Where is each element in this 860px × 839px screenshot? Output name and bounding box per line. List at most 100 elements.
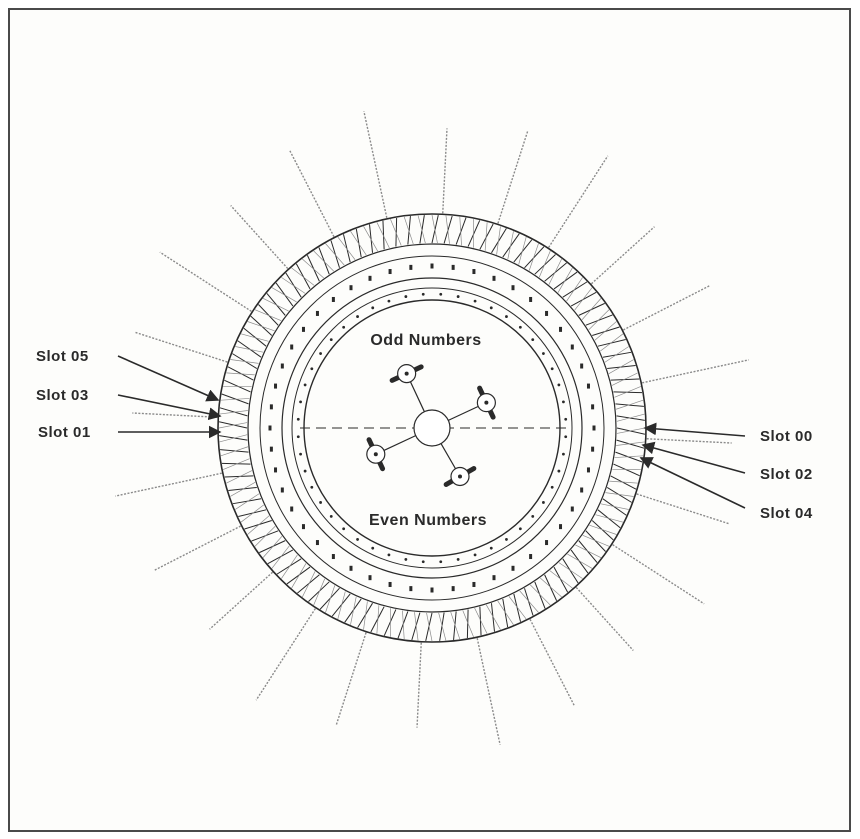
slot-number-dot	[329, 338, 333, 342]
slot-tooth-edge	[549, 570, 573, 589]
slot-tooth-edge	[254, 309, 282, 322]
slot-tooth-edge	[426, 612, 433, 642]
spoke-line	[548, 155, 609, 248]
slot-tooth	[238, 509, 267, 518]
slot-tooth	[221, 393, 249, 405]
slot-number-dot	[550, 485, 554, 489]
slot-number-mark	[511, 285, 515, 291]
slot-tooth	[251, 530, 279, 542]
slot-tooth-edge	[616, 441, 645, 446]
slot-number-mark	[430, 587, 434, 593]
slot-01-label: Slot 01	[38, 424, 91, 441]
slot-tooth-edge	[281, 277, 306, 294]
slot-tooth	[615, 403, 644, 407]
slot-tooth	[295, 263, 311, 290]
slot-tooth	[443, 215, 453, 244]
spoke-line	[623, 285, 710, 331]
slot-number-mark	[580, 363, 584, 369]
slot-tooth-edge	[566, 277, 583, 302]
slot-tooth-edge	[247, 515, 270, 535]
slot-00-label: Slot 00	[760, 428, 813, 445]
slot-tooth-edge	[557, 267, 573, 293]
slot-tooth	[220, 449, 249, 453]
spoke-line	[134, 331, 228, 363]
spoke-line	[335, 632, 367, 726]
slot-tooth	[491, 228, 507, 254]
slot-tooth-edge	[540, 577, 562, 598]
slot-tooth-edge	[218, 422, 248, 429]
slot-number-mark	[592, 425, 596, 431]
slot-tooth-edge	[611, 372, 638, 386]
slot-tooth-edge	[595, 514, 624, 523]
slot-tooth	[570, 291, 597, 307]
slot-tooth	[578, 540, 598, 563]
slot-tooth	[585, 314, 613, 326]
slot-tooth	[431, 214, 439, 244]
slot-tooth	[570, 549, 589, 574]
slot-number-mark	[290, 344, 294, 350]
slot-number-dot	[356, 538, 359, 541]
slot-tooth	[425, 612, 433, 642]
slot-tooth	[224, 475, 254, 478]
slot-tooth-edge	[402, 610, 405, 640]
slot-number-mark	[545, 540, 549, 546]
slot-tooth	[585, 530, 606, 552]
slot-tooth	[267, 549, 294, 565]
slot-tooth-edge	[313, 578, 326, 606]
slot-tooth-edge	[235, 346, 264, 353]
slot-number-mark	[559, 524, 563, 530]
slot-04-label: Slot 04	[760, 505, 813, 522]
slot-tooth-edge	[608, 359, 634, 375]
slot-tooth	[369, 224, 374, 253]
slot-tooth-edge	[219, 434, 248, 443]
slot-number-mark	[301, 326, 305, 332]
slot-tooth	[613, 463, 640, 477]
slot-rings	[217, 213, 647, 643]
slot-number-dot	[456, 558, 460, 561]
slot-tooth-edge	[519, 590, 539, 613]
slot-number-dot	[439, 292, 443, 296]
slot-tooth	[319, 587, 340, 610]
slot-tooth	[439, 612, 445, 641]
slot-number-mark	[349, 285, 353, 291]
slot-tooth-edge	[594, 321, 617, 341]
slot-tooth-edge	[226, 372, 255, 376]
slot-number-dot	[489, 306, 493, 310]
ring-circle	[259, 255, 605, 601]
slot-tooth	[591, 520, 614, 541]
slot-tooth-edge	[220, 398, 250, 401]
slot-tooth-edge	[582, 534, 610, 547]
slot-tooth-edge	[281, 554, 298, 579]
slot-number-dot	[299, 452, 302, 456]
slot-tooth	[502, 598, 509, 628]
ring-circle	[291, 287, 573, 569]
even-numbers-label: Even Numbers	[369, 512, 487, 529]
slot-tooth-edge	[337, 591, 346, 620]
slot-number-dot	[531, 338, 535, 342]
spoke-line	[529, 619, 575, 706]
slot-number-mark	[570, 506, 574, 512]
slot-number-dot	[387, 553, 391, 557]
slot-tooth-edge	[600, 333, 624, 352]
slot-tooth-edge	[450, 611, 461, 640]
slot-number-dot	[356, 315, 359, 318]
slot-tooth	[616, 439, 645, 449]
slot-tooth	[370, 606, 385, 633]
spoke-line	[642, 359, 749, 384]
slot-tooth-edge	[262, 298, 289, 312]
slot-04-arrow	[639, 457, 746, 509]
slot-tooth	[613, 391, 643, 394]
slot-tooth	[244, 520, 272, 530]
slot-tooth	[382, 220, 385, 250]
spoke-line	[575, 586, 634, 651]
slot-tooth-edge	[581, 298, 602, 320]
slot-tooth-edge	[605, 492, 634, 497]
slot-number-mark	[368, 575, 372, 581]
slot-number-mark	[409, 586, 413, 592]
slot-tooth-edge	[302, 571, 316, 598]
slot-tooth	[553, 271, 578, 290]
slot-number-dot	[550, 367, 554, 371]
slot-tooth	[306, 255, 320, 282]
slot-tooth	[490, 603, 495, 632]
